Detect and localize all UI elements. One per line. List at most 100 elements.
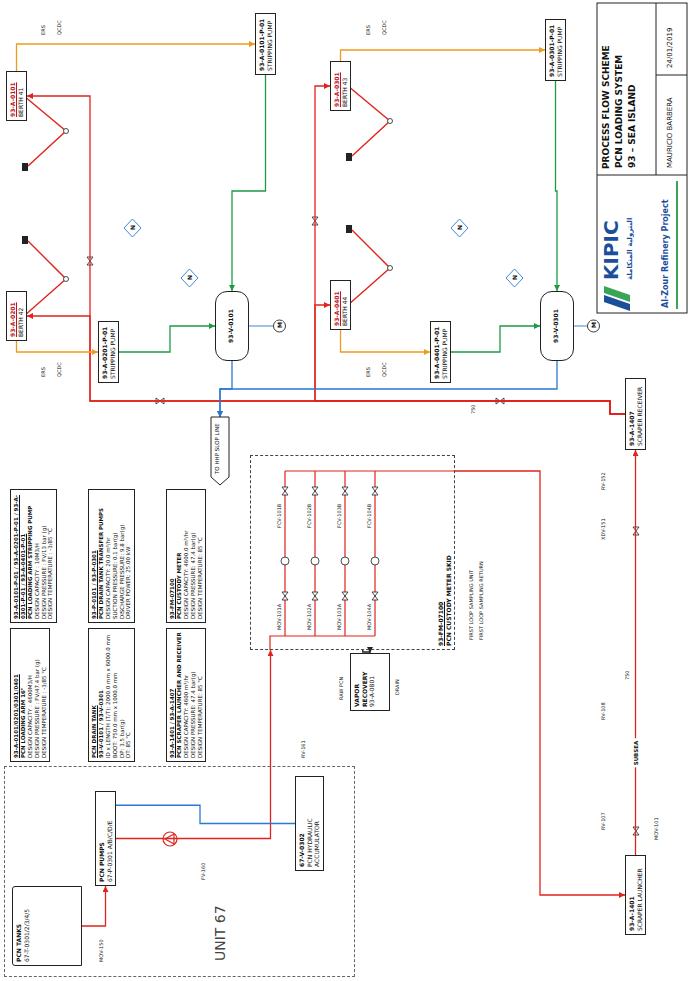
node-text: 93-A-0301-P-01 <box>548 23 556 77</box>
arm-swivel <box>64 129 69 134</box>
valve-tag: RV-108 <box>600 701 606 721</box>
node-text: DESIGN CAPACITY: 4600.0 m³/hr <box>183 493 190 619</box>
node-text: TO HHP SLOP LINE <box>214 420 221 474</box>
equipment-data-table: PCN DRAIN TANK93-V-0101 / 93-V-0301ID x … <box>88 628 135 762</box>
valve-tag: ERS <box>40 24 46 36</box>
equipment-data-table: 93-A-0101/0201/0301/0401PCN LOADING ARM … <box>10 628 50 762</box>
node-text: 93-V-0101 / 93-V-0301 <box>98 632 105 758</box>
node-text: 93-A-1407 <box>628 382 636 446</box>
node-text: SUCTION PRESSURE: 0.1 bar(g) <box>112 493 119 619</box>
drain-tank: 93-V-0101 <box>215 291 249 361</box>
title-block <box>656 3 657 175</box>
pump-station: PCN PUMPS67-P-0301 A/B/C/D/E <box>95 791 116 886</box>
valve-symbol <box>87 217 639 835</box>
process-line <box>451 326 540 352</box>
node-text: 93-FM-07100 <box>437 459 445 646</box>
valve-tag: RV-161 <box>300 739 306 759</box>
valve-tag: MOV-103A <box>336 603 342 631</box>
valve-tag: FCV-103B <box>336 503 342 529</box>
berth-loading-arm: 93-A-0401BERTH 44 <box>330 280 351 330</box>
node-text: DESIGN PRESSURE: 47.4 bar(g) <box>190 632 197 758</box>
title-block <box>597 175 687 176</box>
motor-shaft <box>249 326 273 327</box>
process-line <box>315 86 625 414</box>
drawing-date: 24/01/2019 <box>666 27 674 69</box>
node-text: 93-A-0201-P-01 <box>101 325 109 379</box>
equipment-data-table: 93-P-0101 / 93-P-0301PCN DRAIN TANK TRAN… <box>88 489 135 623</box>
motor-symbol-letter: M <box>590 321 597 329</box>
arm-swivel <box>388 266 393 271</box>
company-logo-text: البترولية المتكاملة <box>626 217 634 281</box>
node-text: PCN SCRAPER LAUNCHER AND RECEIVER <box>176 632 183 758</box>
valve-tag: ERS <box>365 366 371 378</box>
node-text: ID x LENGTH (T/T): 2000.0 mm x 6000.0 mm <box>105 632 112 758</box>
arm-swivel <box>388 119 393 124</box>
node-text: DESIGN TEMPERATURE: 85 °C <box>197 493 204 619</box>
valve-tag: QCDC <box>381 361 387 378</box>
meter-run <box>270 471 455 650</box>
flow-meter <box>341 557 349 565</box>
meter-run <box>314 471 315 636</box>
node-text: BOOT: 750.0 mm x 1000.0 mm <box>112 632 119 758</box>
node-text: PCN CUSTODY METER SKID <box>445 459 453 646</box>
valve-tag: QCDC <box>56 361 62 378</box>
node-text: DESIGN TEMPERATURE : -3/85 °C <box>47 493 54 619</box>
company-logo-text: KIPIC <box>599 219 623 281</box>
node-text: DESIGN TEMPERATURE : -3/85 °C <box>41 632 48 758</box>
node-text: DESIGN PRESSURE: 47.4 bar(g) <box>190 493 197 619</box>
line-label: SUBSEA <box>632 739 639 768</box>
arm-swivel <box>64 277 69 282</box>
company-logo <box>604 286 630 302</box>
node-text: PCN LOADING ARM STRIPPING PUMP <box>27 493 34 619</box>
nitrogen-blanket-symbol <box>124 219 141 237</box>
node-text: 93-A-1401 / 93-A-1407 <box>169 632 176 758</box>
valve-tag: FCV-104B <box>366 503 372 529</box>
valve-tag: FV-160 <box>200 862 206 881</box>
equipment-data-table: 93-FM-07100PCN CUSTODY METERDESIGN CAPAC… <box>166 489 206 623</box>
flow-meter <box>281 557 379 565</box>
stripping-pump: 93-A-0301-P-01STRIPPING PUMP <box>545 19 566 81</box>
node-text: PCN TANKS <box>15 890 23 962</box>
node-text: 93-V-0101 <box>227 295 235 357</box>
valve-symbol <box>342 592 348 600</box>
stream-name: DRAIN <box>394 678 400 696</box>
arm-counterweight <box>346 225 352 233</box>
nitrogen-symbol-letter: N <box>129 224 136 231</box>
stream-name: FIRST LOOP SAMPLING UNIT <box>468 569 474 641</box>
nitrogen-symbol-letter: N <box>186 274 193 281</box>
process-line <box>341 50 546 61</box>
loading-arm <box>348 86 390 156</box>
flow-meter <box>311 557 319 565</box>
project-name: Al-Zour Refinery Project <box>661 198 671 309</box>
node-text: PCN HYDRAULIC ACCUMULATOR <box>306 780 321 867</box>
motor-symbol <box>588 320 600 332</box>
stripping-pump: 93-A-0201-P-01STRIPPING PUMP <box>98 321 119 383</box>
valve-tag: QCDC <box>56 19 62 36</box>
process-line <box>17 44 256 71</box>
nitrogen-blanket-symbol <box>124 219 523 287</box>
drawing-title: PROCESS FLOW SCHEME <box>601 45 612 169</box>
valve-symbol <box>312 592 318 600</box>
motor-symbol-letter: M <box>276 321 283 329</box>
nitrogen-blanket-symbol <box>181 269 198 287</box>
berth-loading-arm: 93-A-0301BERTH 43 <box>330 61 351 111</box>
equipment-data-table: 93-A-0101-P-01 / 93-A-0201-P-01 / 93-A-0… <box>10 489 57 623</box>
nitrogen-blanket-symbol <box>506 269 523 287</box>
company-logo <box>676 181 678 309</box>
node-text: PCN PUMPS <box>98 795 106 882</box>
node-text: 67-T-0301/2/3/4/5 <box>23 890 31 962</box>
valve-symbol <box>282 592 288 600</box>
arm-counterweight <box>346 153 352 161</box>
node-text: BERTH 44 <box>341 284 349 326</box>
berth-loading-arm: 93-A-0101BERTH 41 <box>6 71 27 121</box>
node-text: DP: 3.5 bar(g) <box>119 632 126 758</box>
drawing-subtitle: 93 – SEA ISLAND <box>627 83 638 169</box>
node-text: 93-FM-07100 <box>169 493 176 619</box>
node-text: DESIGN CAPACITY : 4600M3/H <box>27 632 34 758</box>
valve-tag: MOV-104A <box>366 603 372 631</box>
motor-shaft <box>574 326 587 327</box>
berth-loading-arm: 93-A-0201BERTH 42 <box>6 291 27 341</box>
node-text: VAPOR RECOVERY <box>353 657 368 707</box>
meter-run <box>374 471 375 636</box>
